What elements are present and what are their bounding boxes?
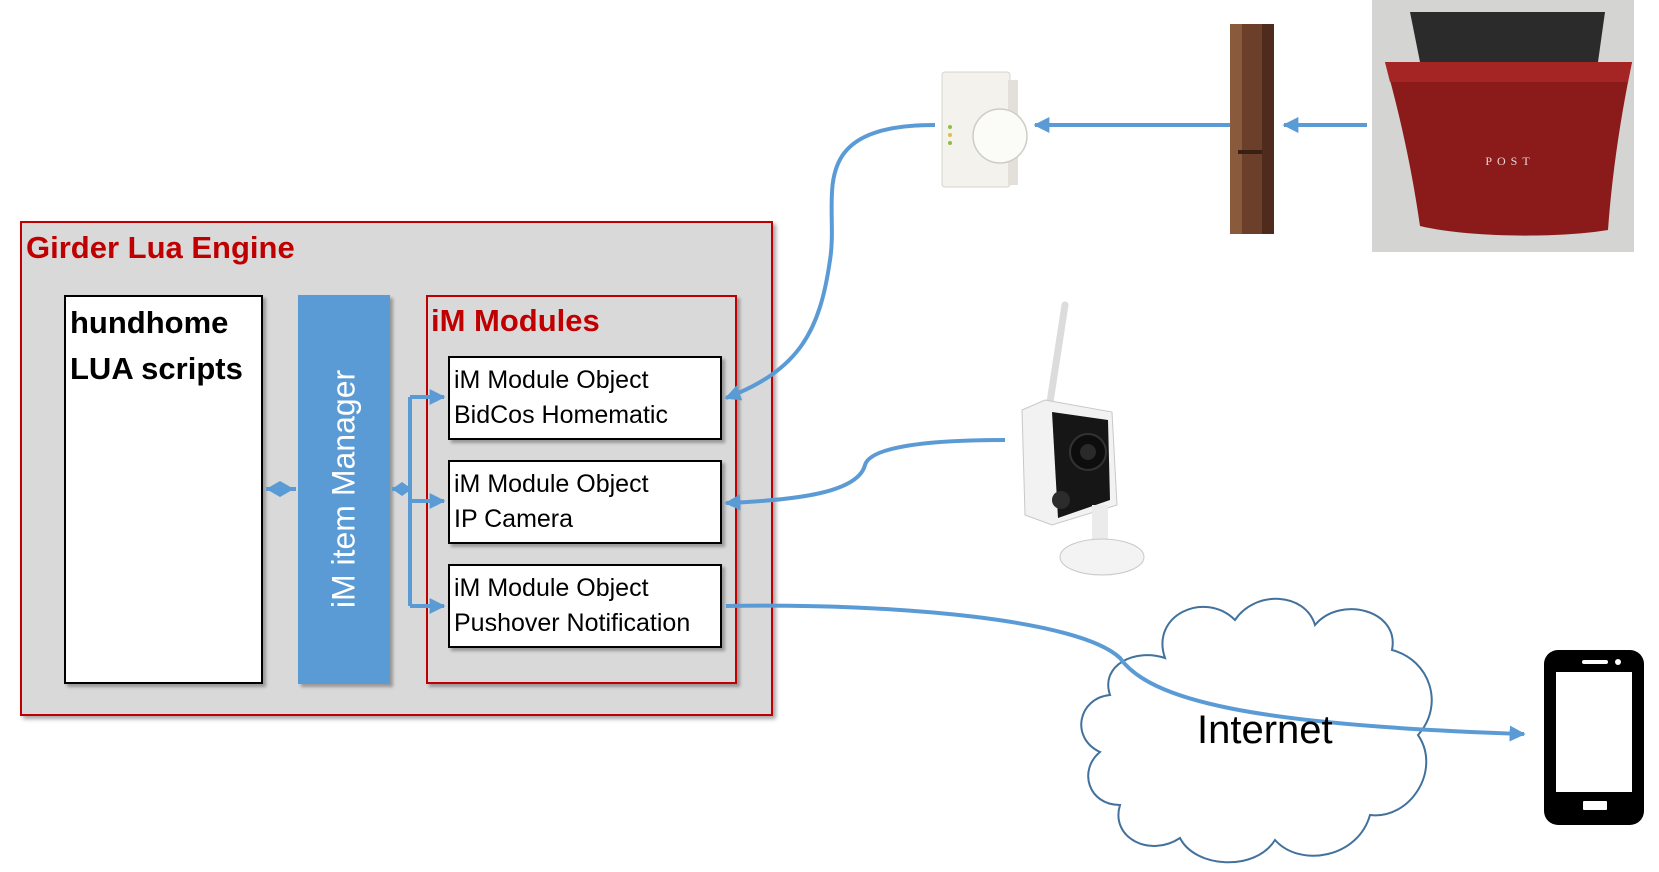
module-object-label: iM Module Object (454, 366, 649, 394)
mailbox-icon: POST (1372, 0, 1634, 252)
module-object-name: BidCos Homematic (454, 401, 668, 429)
module-object-name: IP Camera (454, 505, 574, 533)
lua-scripts-label: hundhome LUA scripts (70, 300, 243, 392)
module-object-name: Pushover Notification (454, 609, 691, 637)
module-object-ipcamera-text: iM Module Object IP Camera (454, 467, 649, 537)
mailbox-label: POST (1485, 154, 1534, 168)
module-object-pushover (448, 564, 722, 648)
homematic-ccu-gateway-icon (941, 71, 1028, 188)
module-object-bidcos (448, 356, 722, 440)
module-object-label: iM Module Object (454, 470, 649, 498)
module-object-label: iM Module Object (454, 574, 649, 602)
manager-bus-diamond (392, 482, 412, 496)
pushover-to-phone (725, 603, 1526, 742)
ip-camera-icon (1021, 301, 1145, 576)
door-sensor-icon (1230, 24, 1274, 234)
module-object-pushover-text: iM Module Object Pushover Notification (454, 571, 690, 641)
lua-scripts-line1: hundhome (70, 305, 229, 340)
im-modules-box (426, 295, 737, 684)
lua-scripts-line2: LUA scripts (70, 351, 243, 386)
smartphone-icon (1544, 650, 1644, 825)
camera-to-module (724, 438, 1006, 511)
cloud-icon (1080, 597, 1433, 864)
scripts-manager-diamond (266, 481, 294, 497)
lua-scripts-box (64, 295, 263, 684)
item-manager-box (298, 295, 390, 684)
engine-title: Girder Lua Engine (26, 230, 295, 265)
gateway-to-bidcos (724, 123, 936, 401)
module-object-bidcos-text: iM Module Object BidCos Homematic (454, 363, 668, 433)
internet-label: Internet (1197, 708, 1333, 752)
im-modules-title: iM Modules (431, 303, 600, 338)
module-object-ipcamera (448, 460, 722, 544)
